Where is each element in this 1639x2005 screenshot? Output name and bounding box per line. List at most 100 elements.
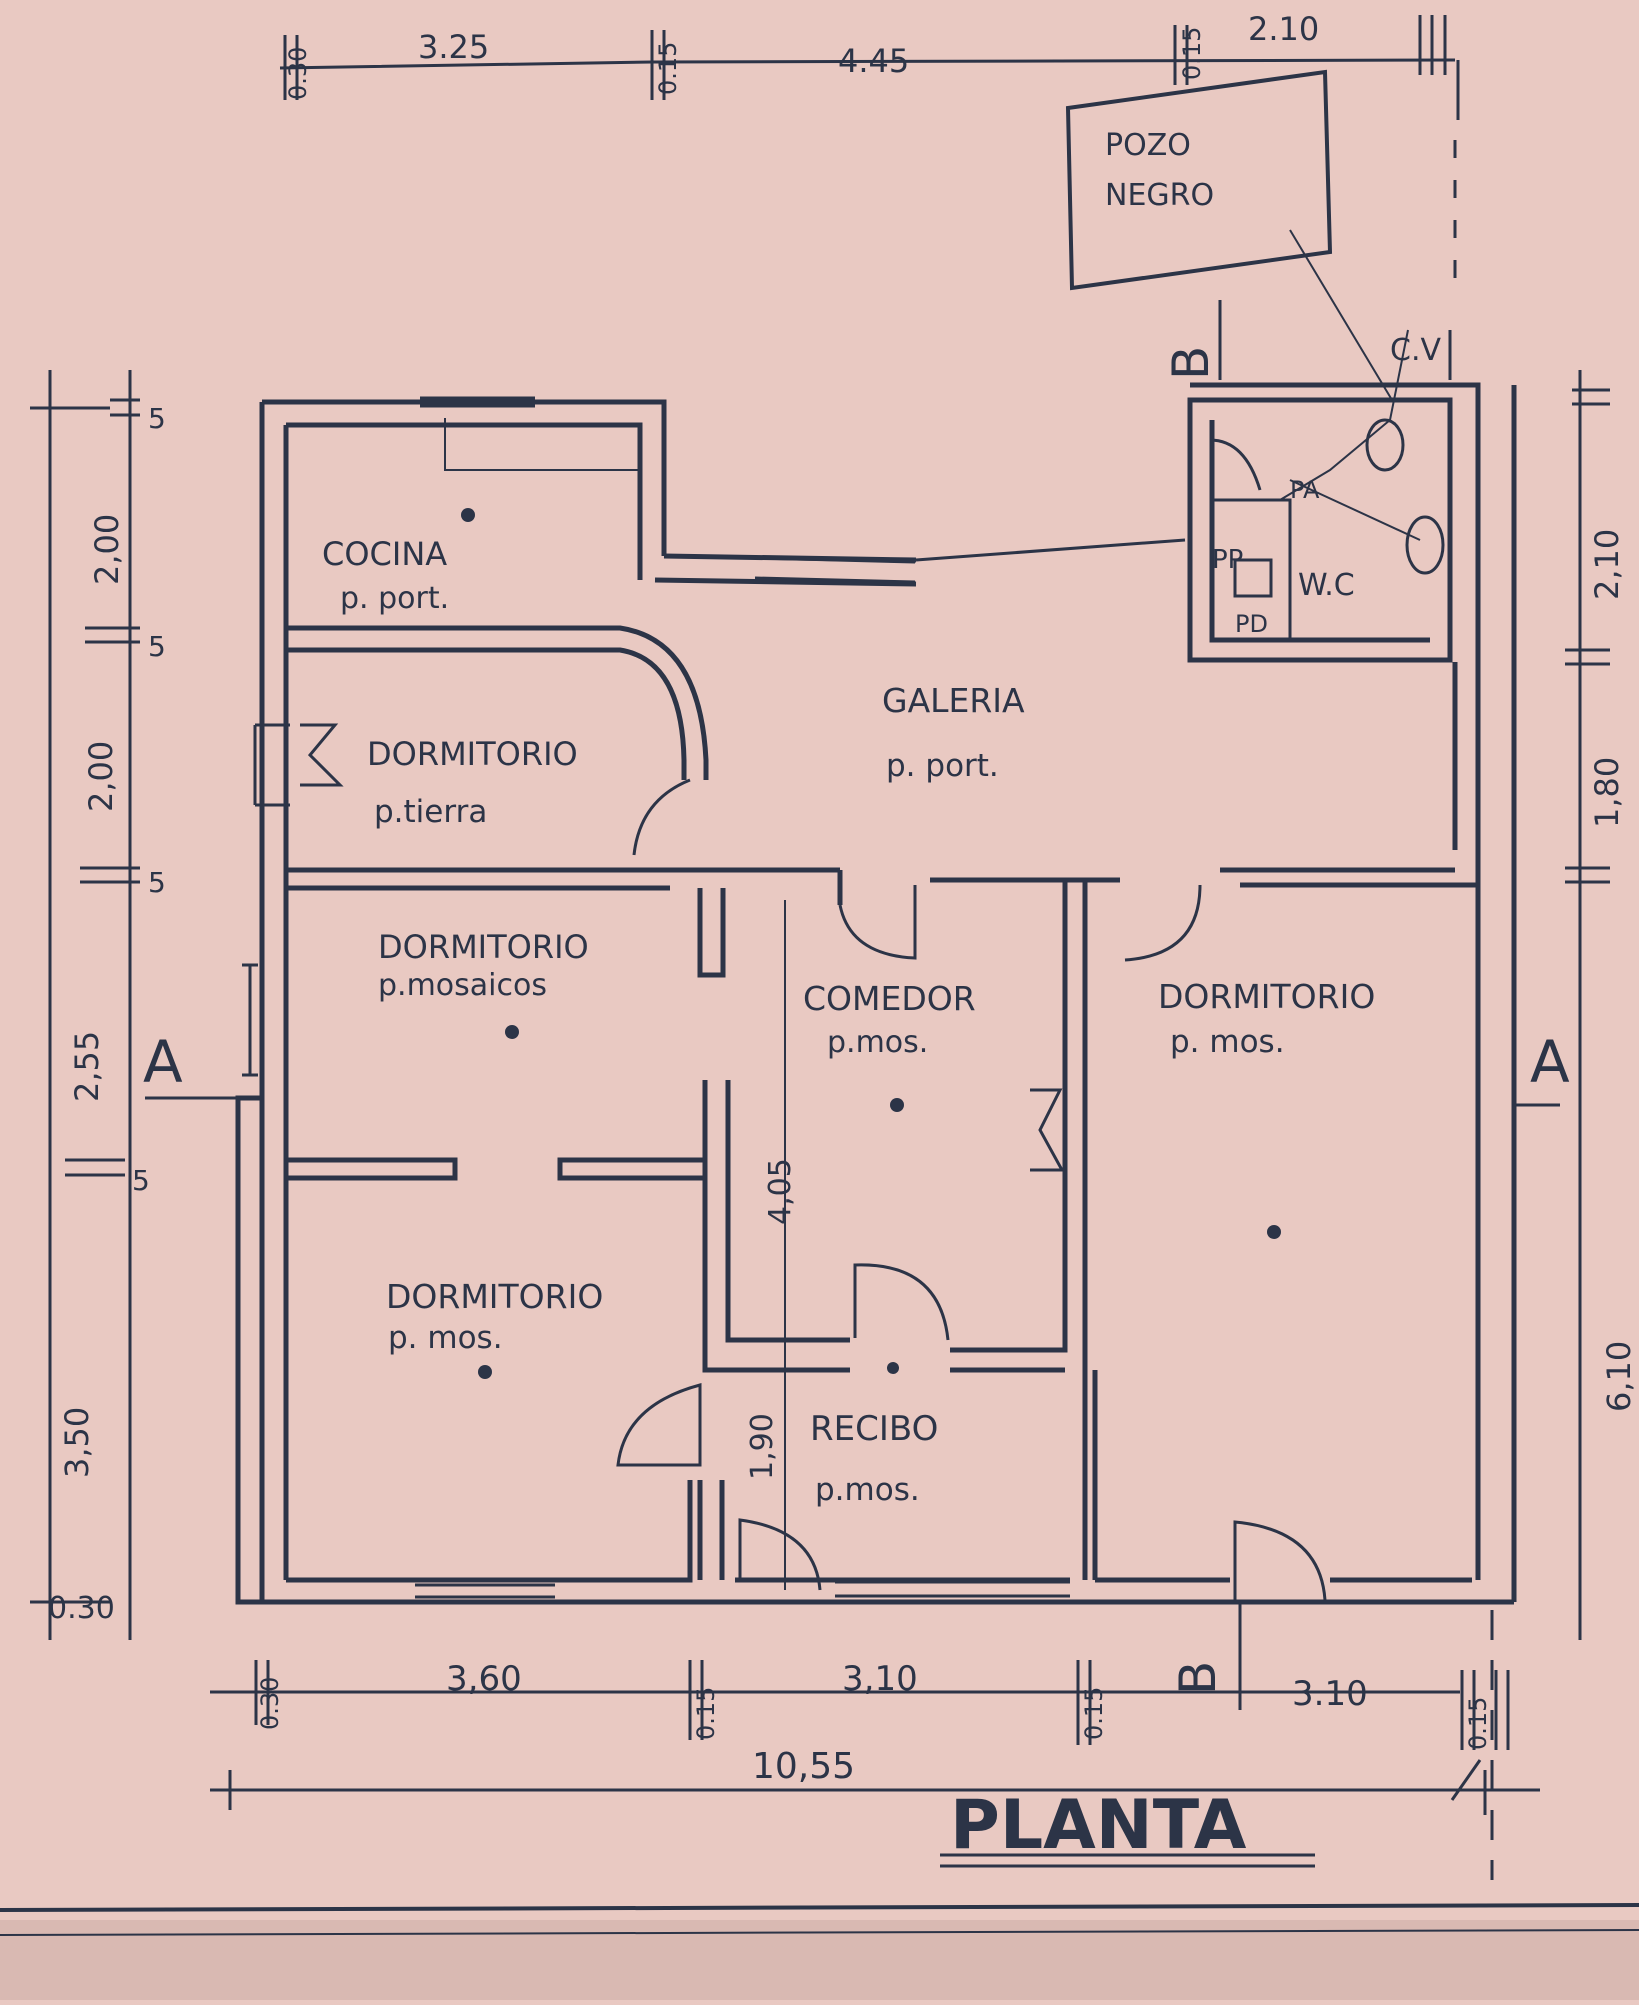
- top-dim-2: 4.45: [838, 42, 909, 80]
- closet-box: [253, 723, 290, 807]
- wc-label: W.C: [1298, 568, 1355, 603]
- light-point-cocina: [461, 508, 475, 522]
- left-small-1: 5: [148, 402, 166, 435]
- left-dim-1: 2,00: [88, 514, 126, 585]
- section-a-left: A: [143, 1028, 183, 1096]
- marker-bottom-4: [1460, 1670, 1510, 1750]
- wall-mark-2: 0.15: [654, 42, 682, 95]
- wall-mark-5: 0.15: [692, 1687, 720, 1740]
- dorm-tierra-floor-label: p.tierra: [374, 794, 487, 830]
- toilet-bowl: [1405, 515, 1445, 575]
- wall-mark-1: 0.30: [284, 47, 312, 100]
- marker-left-3: [80, 866, 140, 884]
- marker-bottom-2: [688, 1660, 704, 1740]
- marker-right-1: [1572, 388, 1610, 406]
- light-point-comedor: [890, 1098, 904, 1112]
- corridor-stub-left: [697, 888, 726, 978]
- wc-partition: [1212, 498, 1292, 640]
- comedor-door-arc: [838, 885, 917, 960]
- section-b-bottom: B: [1169, 1661, 1227, 1695]
- section-b-top: B: [1162, 346, 1220, 380]
- dorm-right-floor-label: p. mos.: [1170, 1024, 1285, 1060]
- marker-top-4: [1418, 15, 1447, 75]
- light-points: [461, 508, 1281, 1379]
- pozo-label-line2: NEGRO: [1105, 178, 1214, 213]
- cocina-curved-wall-inner: [286, 647, 687, 780]
- total-dimension-ticks: [228, 1770, 1487, 1815]
- galeria-label: GALERIA: [882, 681, 1025, 720]
- plan-title: PLANTA: [950, 1786, 1247, 1865]
- right-dim-2: 1,80: [1588, 757, 1626, 828]
- light-point-dorm-mosaicos: [505, 1025, 519, 1039]
- bottom-interior-wall-left: [286, 1480, 693, 1583]
- marker-right-2: [1565, 648, 1610, 666]
- bottom-dim-2: 3,10: [842, 1659, 918, 1699]
- marker-top-1: [283, 35, 299, 100]
- cv-label: C.V: [1390, 333, 1441, 368]
- recibo-north-wall-b: [725, 1080, 850, 1343]
- pozo-label-line1: POZO: [1105, 128, 1191, 163]
- dorm-right-front-door-arc: [1233, 1520, 1327, 1601]
- cv-chamber: [1365, 418, 1405, 472]
- dorm-right-label: DORMITORIO: [1158, 977, 1375, 1016]
- marker-left-1: [110, 398, 140, 417]
- bedroom-partition-right: [557, 1157, 708, 1181]
- dorm-tierra-door-arc: [632, 778, 691, 856]
- galeria-north-line: [915, 538, 1186, 562]
- pd-label: PD: [1235, 610, 1268, 638]
- pa-label: PA: [1290, 476, 1320, 504]
- wall-mark-3: 0.15: [1178, 27, 1206, 80]
- marker-right-3: [1565, 866, 1610, 884]
- marker-bottom-3: [1076, 1660, 1092, 1745]
- cocina-curved-wall-outer: [286, 625, 709, 780]
- comedor-floor-label: p.mos.: [827, 1025, 928, 1060]
- wall-mark-4: 0.30: [256, 1677, 284, 1730]
- left-dim-3: 2,55: [68, 1031, 106, 1102]
- front-door-arc: [738, 1518, 822, 1591]
- dorm-bottom-door-arc: [616, 1383, 702, 1467]
- cocina-counter: [444, 418, 640, 471]
- shower-drain: [1233, 558, 1273, 598]
- left-small-5: 0.30: [48, 1591, 115, 1626]
- galeria-north-wall-b: [654, 577, 917, 587]
- inner-dim-1: 4,05: [763, 1158, 798, 1225]
- wall-mark-6: 0.15: [1080, 1687, 1108, 1740]
- right-dim-1: 2,10: [1588, 529, 1626, 600]
- cocina-outer-wall: [262, 399, 667, 556]
- pp-label: PP: [1212, 545, 1243, 575]
- right-exterior-wall: [1190, 382, 1481, 1580]
- total-dim: 10,55: [752, 1746, 855, 1787]
- right-dim-3: 6,10: [1600, 1341, 1638, 1412]
- title-underline: [940, 1853, 1315, 1868]
- light-point-dorm-bottom: [478, 1365, 492, 1379]
- bottom-window-mid: [835, 1580, 1070, 1598]
- bottom-dim-3: 3.10: [1292, 1674, 1368, 1714]
- pozo-connection: [1289, 229, 1393, 401]
- column-markers: [65, 15, 1610, 1750]
- section-a-right: A: [1530, 1028, 1570, 1096]
- comedor-label: COMEDOR: [803, 979, 976, 1018]
- sheet-border-line: [0, 1903, 1639, 1912]
- left-small-3: 5: [148, 866, 166, 899]
- walls: [235, 382, 1517, 1605]
- bedroom-partition-left: [286, 1157, 458, 1181]
- wall-mark-7: 0.15: [1464, 1697, 1492, 1750]
- comedor-east-wall-a: [950, 880, 1068, 1353]
- dorm-mosaicos-floor-label: p.mosaicos: [378, 968, 547, 1003]
- pozo-negro-box: [1065, 69, 1333, 291]
- galeria-floor-label: p. port.: [886, 748, 999, 784]
- top-dim-1: 3.25: [418, 28, 489, 66]
- cocina-window: [420, 396, 535, 408]
- marker-top-2: [650, 30, 666, 100]
- left-window: [242, 963, 258, 1077]
- left-dimension-ticks: [30, 406, 110, 1604]
- marker-left-2: [85, 626, 140, 644]
- left-dim-4: 3,50: [58, 1407, 96, 1478]
- wc-fixtures: [1233, 229, 1445, 598]
- cocina-floor-label: p. port.: [340, 581, 449, 616]
- light-point-dorm-right: [1267, 1225, 1281, 1239]
- marker-top-3: [1173, 25, 1189, 85]
- cocina-inner-wall: [286, 422, 643, 580]
